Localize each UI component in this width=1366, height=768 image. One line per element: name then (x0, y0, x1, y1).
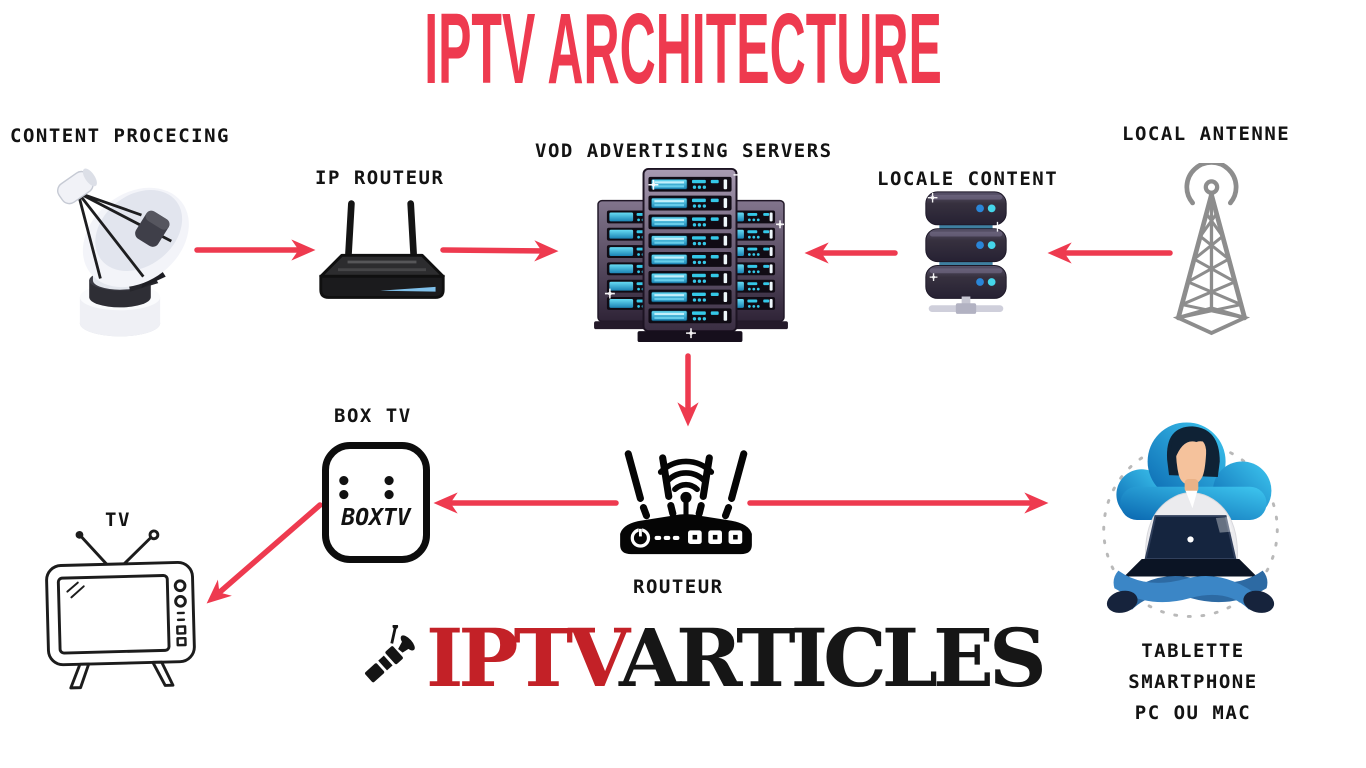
wifi-router-icon (620, 450, 752, 555)
label-ip-routeur: IP ROUTEUR (315, 167, 445, 189)
ip-routeur-node (315, 196, 449, 306)
label-box-tv: BOX TV (334, 405, 412, 427)
db-stand (928, 296, 1004, 314)
local-antenne-node (1166, 160, 1256, 341)
server-rack-middle (637, 167, 743, 343)
person-laptop-icon (1102, 422, 1279, 618)
iptvarticles-logo: IPTVARTICLES (360, 610, 1047, 706)
antenna-tower-icon (1172, 160, 1251, 336)
label-content-processing: CONTENT PROCECING (10, 125, 230, 147)
wifi-waves-icon (657, 458, 715, 493)
sparkles (927, 192, 1003, 281)
label-smartphone: SMARTPHONE (1128, 671, 1258, 693)
client-devices-labels: TABLETTE SMARTPHONE PC OU MAC (1098, 636, 1288, 729)
label-tablette: TABLETTE (1141, 640, 1245, 662)
ip-router-icon (319, 200, 445, 299)
label-locale-content: LOCALE CONTENT (877, 168, 1059, 190)
tv-node (38, 524, 218, 696)
router-ports (688, 530, 743, 545)
routeur-node (610, 445, 762, 563)
page-title: IPTV ARCHITECTURE (424, 0, 942, 105)
logo-text-iptv: IPTV (426, 611, 624, 705)
logo-wordmark: IPTVARTICLES (426, 618, 1047, 698)
database-stack-icon (925, 191, 1007, 314)
label-local-antenne: LOCAL ANTENNE (1122, 123, 1291, 145)
server-racks-icon (594, 167, 788, 343)
content-processing-node (50, 157, 190, 344)
label-routeur: ROUTEUR (633, 576, 724, 598)
leg-right (1113, 570, 1261, 610)
satellite-dish-icon (57, 168, 189, 337)
label-vod-servers: VOD ADVERTISING SERVERS (535, 140, 833, 162)
arrow-boxtv-to-tv (206, 502, 323, 604)
shoe-left (1106, 590, 1138, 613)
vod-servers-node (592, 163, 790, 346)
sparkles (604, 167, 784, 339)
arrow-ip-routeur-to-vod (440, 240, 559, 262)
shoe-right (1243, 590, 1275, 613)
locale-content-node (920, 186, 1012, 314)
label-pc-ou-mac: PC OU MAC (1134, 702, 1252, 724)
box-tv-dots: • • • • (336, 466, 404, 511)
logo-text-articles: ARTICLES (618, 611, 1047, 705)
satellite-logo-icon (365, 625, 415, 683)
tv-icon (45, 529, 196, 690)
client-devices-node (1093, 400, 1288, 635)
box-tv-brand: BOXTV (341, 504, 411, 531)
db-disks (925, 191, 1007, 299)
label-tv: TV (105, 509, 131, 531)
box-tv-node: • • • • BOXTV (322, 442, 430, 563)
